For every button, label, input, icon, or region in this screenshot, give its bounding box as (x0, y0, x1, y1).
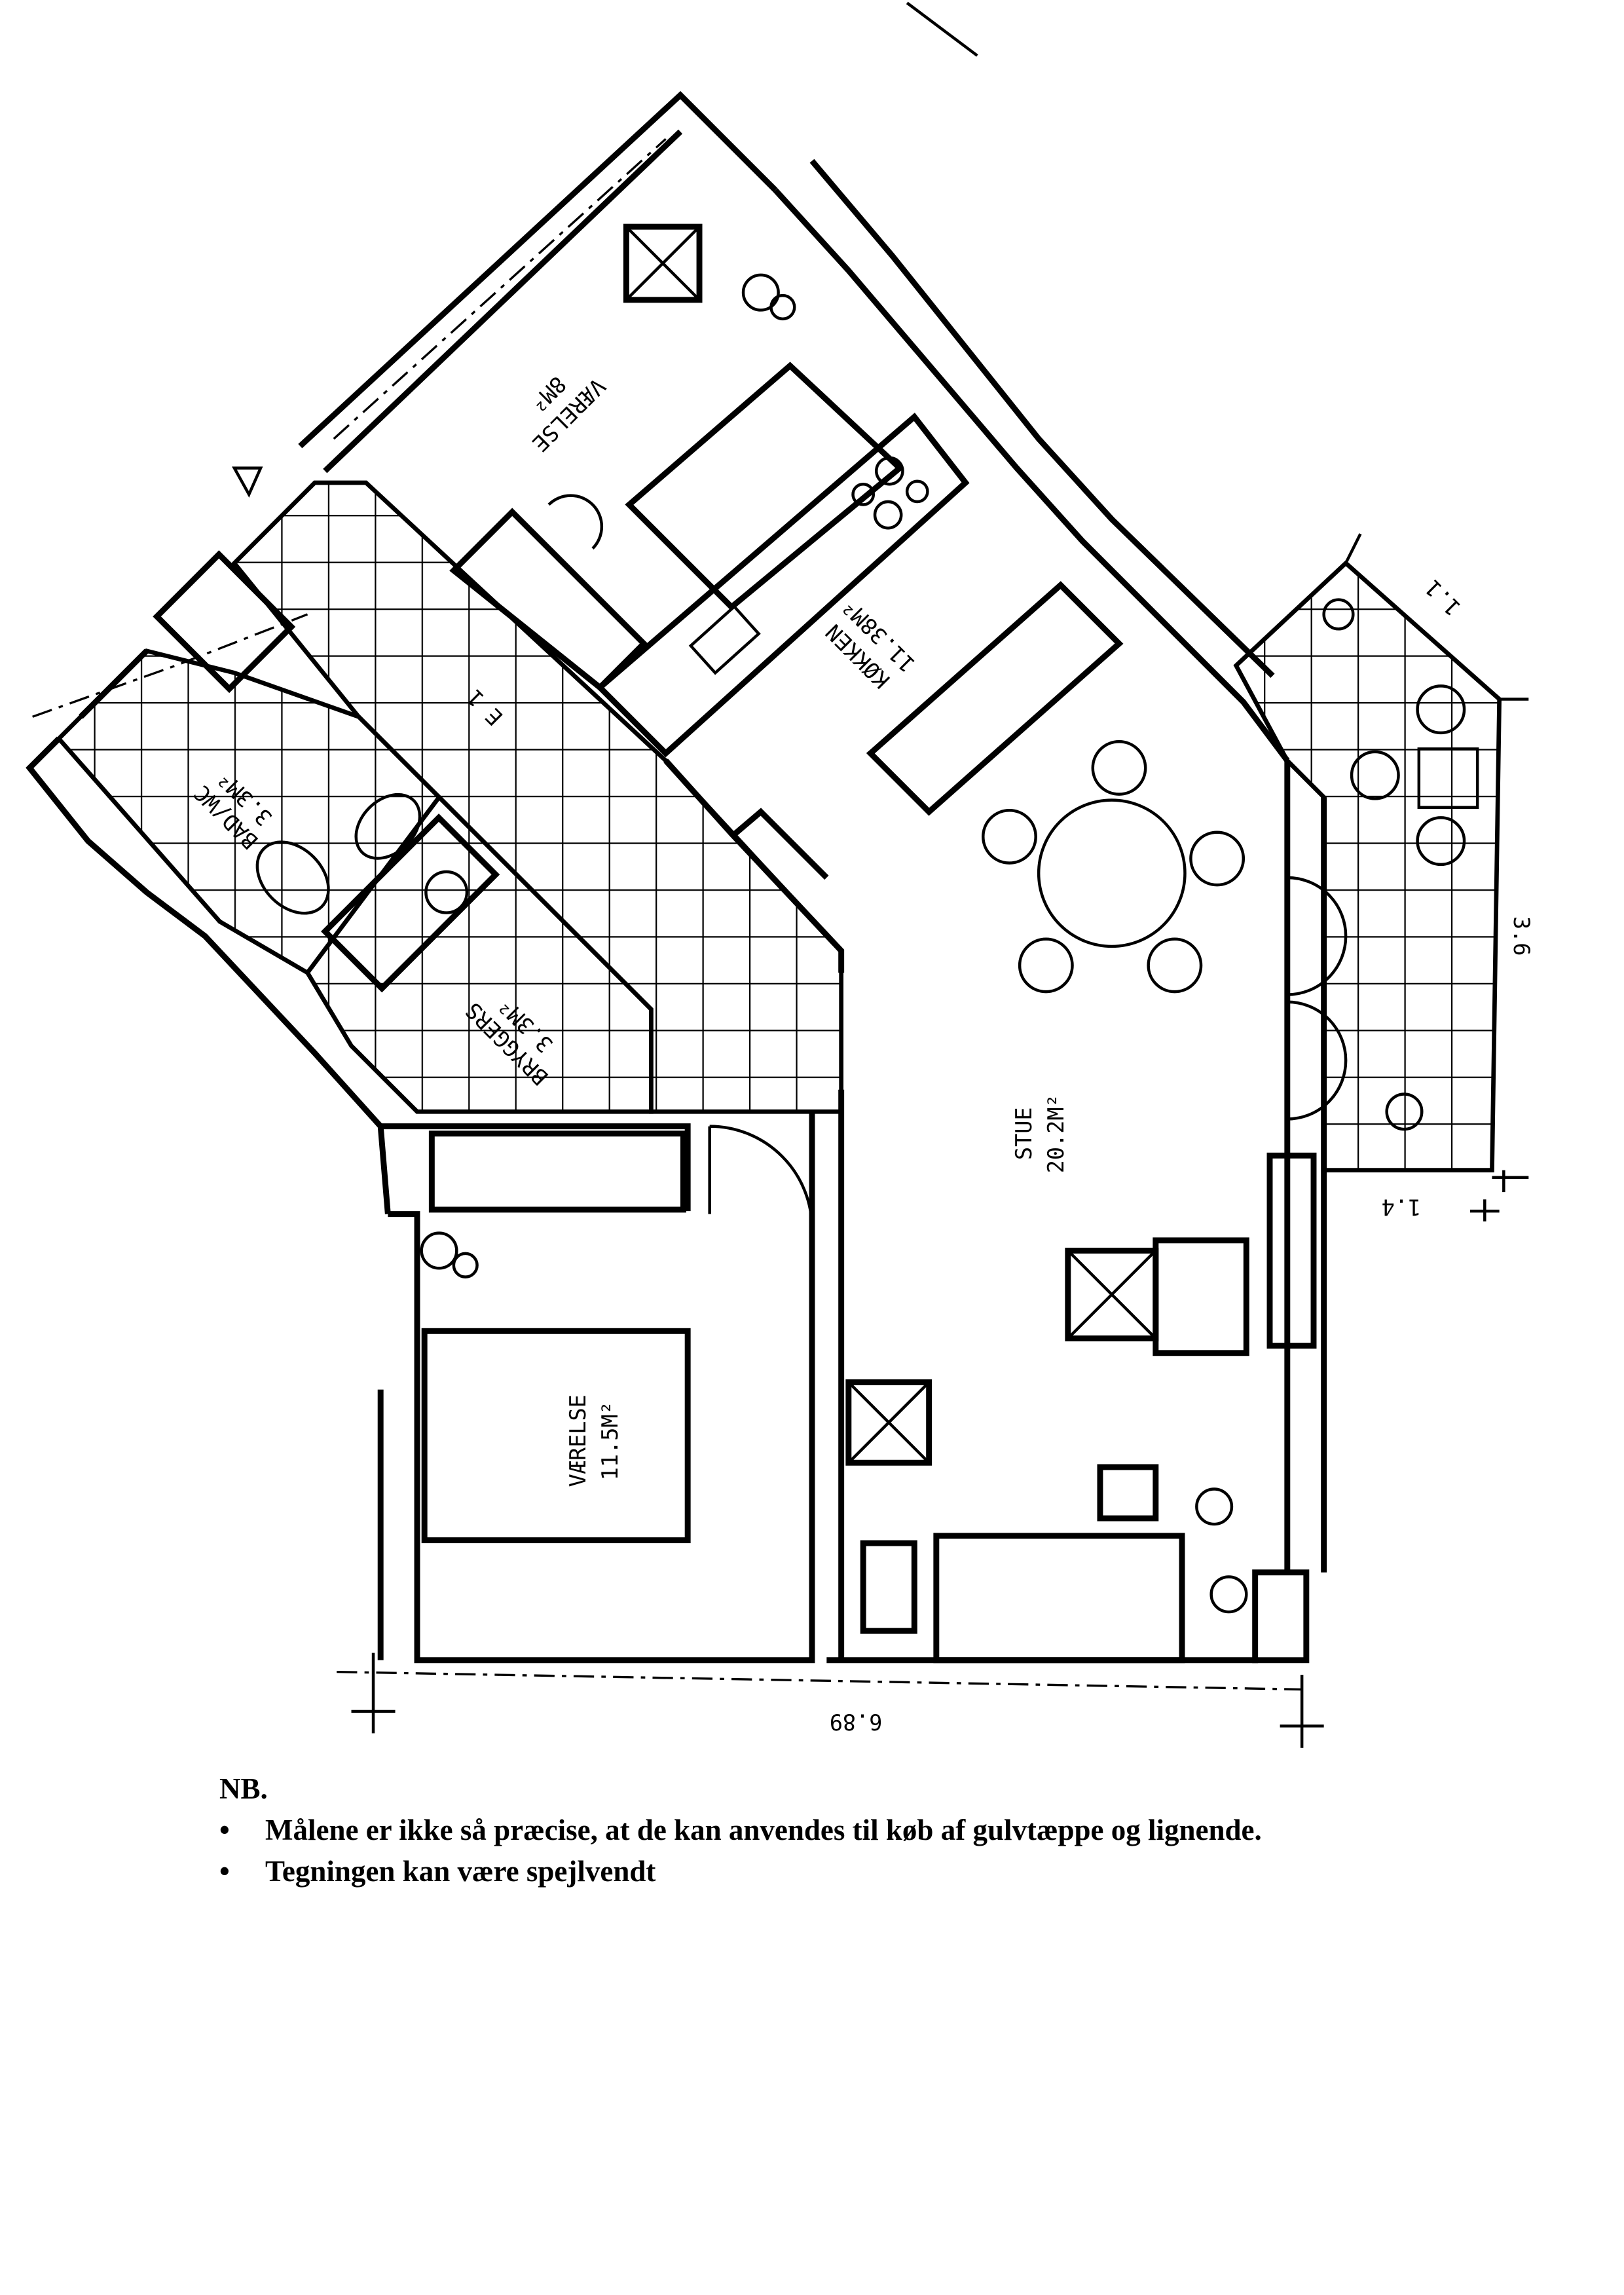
bullet-icon: • (219, 1814, 230, 1846)
washbasin (255, 840, 330, 915)
armchair-2 (1153, 1237, 1249, 1356)
svg-text:VÆRELSE: VÆRELSE (565, 1394, 591, 1487)
bathtub (153, 550, 296, 694)
side-table (1097, 1464, 1159, 1521)
note-item: • Målene er ikke så præcise, at de kan a… (219, 1810, 1262, 1851)
bedroom-top-bed (625, 362, 904, 611)
bedroom-top-wall (449, 508, 648, 692)
dimension-balcony-length: 3.6 (1509, 916, 1534, 956)
room-label-kitchen: KØKKEN 11.38M² (821, 594, 920, 694)
dimension-balcony-width: 1.4 (1382, 1194, 1421, 1220)
room-label-bedroom-bottom: VÆRELSE 11.5M² (565, 1394, 623, 1487)
fireplace (845, 1379, 932, 1466)
bed (421, 1328, 691, 1544)
plant-icons (420, 273, 1424, 1614)
balcony-tiled-floor (1233, 560, 1502, 1172)
bullet-icon: • (219, 1855, 230, 1888)
note-item: • Tegningen kan være spejlvendt (219, 1851, 1262, 1892)
stray-mark (906, 1, 978, 57)
notes-heading: NB. (219, 1772, 268, 1805)
toilet (354, 793, 422, 860)
kitchen-island (866, 581, 1124, 816)
washing-machine (321, 813, 500, 993)
wardrobe-box (623, 223, 703, 303)
entrance-marker-icon (232, 466, 263, 498)
kitchen-counter (595, 413, 970, 758)
room-label-living: STUE 20.2M² (1011, 1094, 1069, 1173)
balcony-furniture (1287, 684, 1479, 1121)
utility-tiled-floor (304, 794, 654, 1114)
shelf (860, 1540, 917, 1634)
bathroom-tiled-floor (56, 648, 442, 976)
door-swing (708, 1125, 814, 1229)
note-text: Tegningen kan være spejlvendt (265, 1855, 656, 1888)
lamp-icon (547, 494, 604, 550)
dining-set (982, 740, 1246, 994)
kitchen-sink (688, 604, 761, 675)
svg-text:20.2M²: 20.2M² (1043, 1094, 1069, 1173)
notes: NB. • Målene er ikke så præcise, at de k… (219, 1768, 1262, 1892)
dimension-balcony-corner: 1.1 (1420, 574, 1466, 620)
svg-text:STUE: STUE (1011, 1107, 1037, 1160)
sofa (933, 1533, 1185, 1664)
note-text: Målene er ikke så præcise, at de kan anv… (265, 1814, 1262, 1846)
walls (26, 90, 1529, 1748)
dimension-width-bottom: 6.89 (830, 1709, 883, 1734)
svg-text:11.5M²: 11.5M² (597, 1401, 623, 1480)
room-label-bedroom-top: VÆRELSE 8M² (525, 371, 610, 457)
closet (428, 1130, 686, 1213)
